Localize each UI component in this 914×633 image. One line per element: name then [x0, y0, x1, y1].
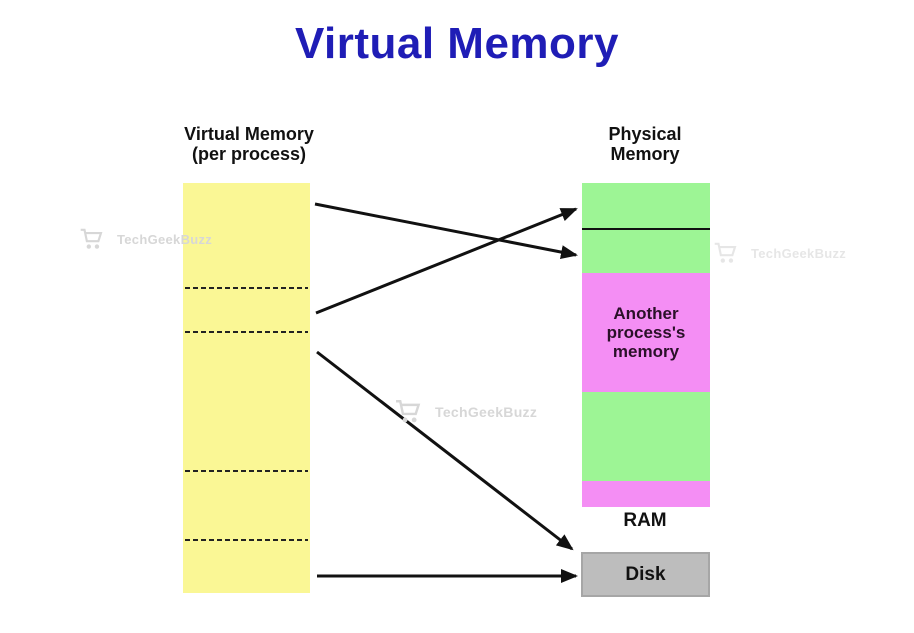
virtual-memory-label-line2: (per process)	[191, 144, 307, 164]
watermark-text: TechGeekBuzz	[117, 231, 213, 247]
physical-memory-stack: Another process's memory	[582, 183, 710, 507]
virtual-memory-box	[183, 183, 310, 593]
watermark-text: TechGeekBuzz	[751, 245, 847, 261]
physical-segment-green-2	[582, 228, 710, 273]
physical-memory-label-line2: Memory	[610, 144, 680, 164]
virtual-memory-label-line1: Virtual Memory	[184, 124, 314, 144]
arrow-vm-page2-to-ram-frame1	[315, 207, 578, 315]
physical-segment-green-1	[582, 183, 710, 228]
vm-page-divider-2	[185, 331, 308, 333]
physical-memory-label-line1: Physical	[608, 124, 682, 144]
vm-page-divider-3	[185, 470, 308, 472]
physical-memory-column-label: Physical Memory	[545, 124, 745, 164]
cart-icon	[714, 242, 737, 263]
physical-segment-magenta-2	[582, 481, 710, 507]
watermark-text: TechGeekBuzz	[435, 403, 538, 420]
cart-icon	[80, 228, 103, 249]
physical-segment-other-process: Another process's memory	[582, 273, 710, 392]
vm-page-divider-4	[185, 539, 308, 541]
watermark-right: TechGeekBuzz	[712, 240, 846, 266]
vm-page-divider-1	[185, 287, 308, 289]
ram-label: RAM	[623, 510, 667, 531]
diagram-title: Virtual Memory	[294, 19, 620, 68]
arrow-vm-page3-to-disk	[316, 350, 574, 551]
virtual-memory-column-label: Virtual Memory (per process)	[149, 124, 349, 164]
cart-icon	[396, 400, 421, 423]
arrow-vm-top-to-ram-frame2	[314, 202, 578, 259]
watermark-middle: TechGeekBuzz	[393, 397, 537, 426]
physical-segment-green-3	[582, 392, 710, 481]
disk-box: Disk	[581, 552, 710, 597]
disk-label: Disk	[625, 563, 666, 585]
watermark-left: TechGeekBuzz	[78, 226, 212, 252]
